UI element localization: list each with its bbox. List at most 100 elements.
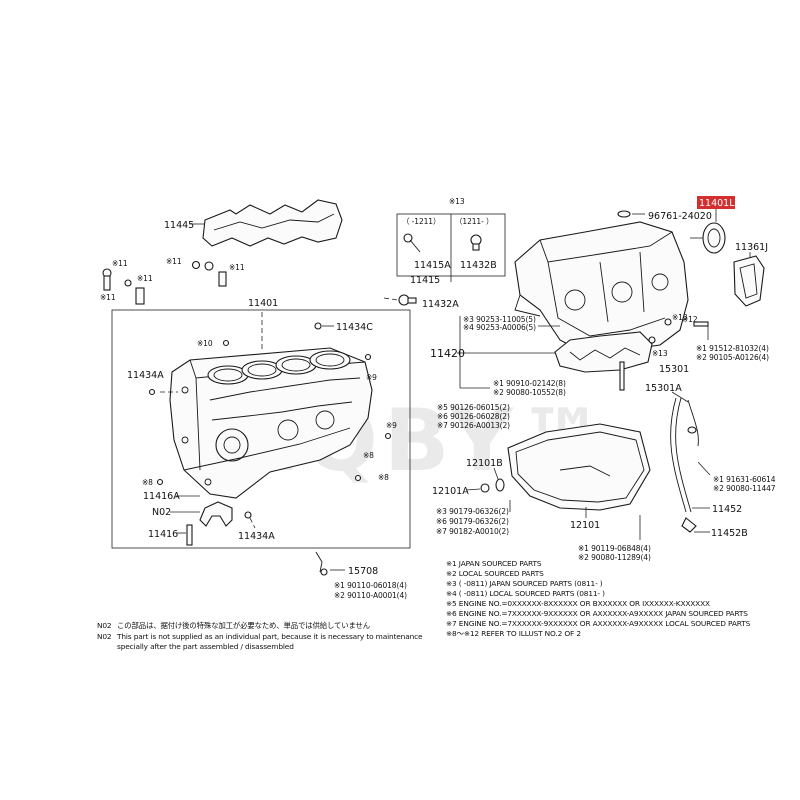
pin-9a[interactable] (364, 353, 372, 361)
plug-11432a-part[interactable] (398, 294, 417, 306)
partno-f3: ※7 90182-A0010(2) (436, 527, 509, 536)
pin-8a[interactable] (156, 478, 164, 486)
label-11434A-bottom[interactable]: 11434A (238, 531, 275, 542)
mark-8-b: ※8 (378, 473, 389, 482)
partno-e2: ※2 90080-11447 (713, 484, 776, 493)
plug-part[interactable] (191, 260, 227, 287)
mark-9-b: ※9 (386, 421, 397, 430)
drain-plug-part[interactable] (480, 483, 490, 493)
plug-11434a-bottom[interactable] (244, 511, 252, 519)
cylinder-block-part[interactable] (169, 347, 373, 499)
legend-line-1: ※1 JAPAN SOURCED PARTS (446, 559, 542, 568)
partno-h1: ※1 90110-06018(4) (334, 581, 407, 590)
drain-gasket-part[interactable] (495, 478, 505, 492)
label-11415[interactable]: 11415 (410, 275, 440, 286)
leader-11432a (383, 297, 399, 301)
partno-c2: ※6 90126-06028(2) (437, 412, 510, 421)
leader-15301a (671, 391, 689, 403)
bearing-cap-bolt[interactable] (186, 524, 193, 546)
label-15301A[interactable]: 15301A (645, 383, 682, 394)
o-ring-part[interactable] (617, 210, 631, 218)
dipstick-grip-part[interactable] (681, 517, 697, 533)
mark-13-a: ※13 (672, 313, 688, 322)
legend: ※1 JAPAN SOURCED PARTS ※2 LOCAL SOURCED … (446, 559, 751, 638)
partno-d1: ※1 91512-81032(4) (696, 344, 769, 353)
partno-g2: ※2 90080-11289(4) (578, 553, 651, 562)
oil-jet-part[interactable] (315, 551, 328, 576)
label-11452[interactable]: 11452 (712, 504, 742, 515)
label-11452B[interactable]: 11452B (711, 528, 748, 539)
label-N02[interactable]: N02 (152, 507, 171, 518)
legend-line-6: ※6 ENGINE NO.=7XXXXXX-9XXXXXX OR AXXXXXX… (446, 609, 748, 618)
label-11401L[interactable]: 11401L (699, 198, 735, 209)
label-11432B[interactable]: 11432B (460, 260, 497, 271)
mark-9-a: ※9 (366, 373, 377, 382)
partno-c3: ※7 90126-A0013(2) (437, 421, 510, 430)
partno-e1: ※1 91631-60614 (713, 475, 776, 484)
label-11416A[interactable]: 11416A (143, 491, 180, 502)
footnote-en-code: N02 (97, 632, 111, 641)
label-12101B[interactable]: 12101B (466, 458, 503, 469)
footnote-jp-text: この部品は、据付け後の特殊な加工が必要なため、単品では供給していません (117, 621, 370, 630)
pin-8b[interactable] (354, 474, 362, 482)
stud-bolt-part[interactable] (102, 268, 145, 305)
crankcase-part[interactable] (514, 221, 689, 357)
mark-11-b: ※11 (100, 293, 116, 302)
mark-13-top: ※13 (449, 197, 465, 206)
label-15301[interactable]: 15301 (659, 364, 689, 375)
oil-seal-part[interactable] (702, 222, 726, 254)
block-assembly-frame (111, 309, 411, 549)
label-11416[interactable]: 11416 (148, 529, 178, 540)
partno-g1: ※1 90119-06848(4) (578, 544, 651, 553)
label-96761[interactable]: 96761-24020 (648, 211, 712, 222)
legend-line-8: ※8〜※12 REFER TO ILLUST NO.2 OF 2 (446, 629, 581, 638)
label-12101[interactable]: 12101 (570, 520, 600, 531)
sensor-11415a-part[interactable] (403, 233, 421, 253)
label-11432A[interactable]: 11432A (422, 299, 459, 310)
partno-c1: ※5 90126-06015(2) (437, 403, 510, 412)
label-11420[interactable]: 11420 (430, 347, 465, 360)
label-11445[interactable]: 11445 (164, 220, 194, 231)
label-11415A[interactable]: 11415A (414, 260, 451, 271)
footnote: N02 この部品は、据付け後の特殊な加工が必要なため、単品では供給していません … (97, 621, 423, 651)
label-15708[interactable]: 15708 (348, 566, 378, 577)
label-12101A[interactable]: 12101A (432, 486, 469, 497)
bearing-cap-part[interactable] (199, 501, 233, 527)
crankcase-bolt[interactable] (619, 361, 625, 391)
partno-b2: ※2 90080-10552(8) (493, 388, 566, 397)
plug-11432b-part[interactable] (470, 234, 482, 251)
plug-11434c[interactable] (314, 322, 322, 330)
mark-13-b: ※13 (652, 349, 668, 358)
leader-12101b (493, 467, 499, 480)
label-11361J[interactable]: 11361J (735, 242, 768, 253)
range-before: （ -1211） (402, 217, 440, 226)
legend-line-2: ※2 LOCAL SOURCED PARTS (446, 569, 544, 578)
leader-12101a (465, 488, 481, 491)
label-11434C[interactable]: 11434C (336, 322, 373, 333)
mark-8-a: ※8 (142, 478, 153, 487)
cover-11361j-part[interactable] (733, 255, 765, 307)
footnote-en-text-2: specially after the part assembled / dis… (117, 642, 294, 651)
partno-h2: ※2 90110-A0001(4) (334, 591, 407, 600)
label-11434A-left[interactable]: 11434A (127, 370, 164, 381)
plug-11434a-left[interactable] (148, 388, 156, 396)
mark-11-d: ※11 (166, 257, 182, 266)
footnote-en-text-1: This part is not supplied as an individu… (116, 632, 423, 641)
plug-13b[interactable] (648, 336, 656, 344)
mark-8-c: ※8 (363, 451, 374, 460)
mark-12: ※12 (682, 315, 698, 324)
oil-pan-part[interactable] (507, 423, 651, 511)
insulator-cover-part[interactable] (202, 199, 343, 247)
mark-11-e: ※11 (229, 263, 245, 272)
label-11401[interactable]: 11401 (248, 298, 278, 309)
mark-11-c: ※11 (137, 274, 153, 283)
oil-baffle-part[interactable] (554, 331, 653, 373)
partno-a1: ※3 90253-11005(5) (463, 315, 536, 324)
legend-line-4: ※4 ( -0811) LOCAL SOURCED PARTS (0811- ) (446, 589, 605, 598)
mark-11-a: ※11 (112, 259, 128, 268)
pin-9b[interactable] (384, 432, 392, 440)
plug-13a[interactable] (664, 318, 672, 326)
pin-10[interactable] (222, 339, 230, 347)
legend-line-3: ※3 ( -0811) JAPAN SOURCED PARTS (0811- ) (446, 579, 603, 588)
dipstick-guide-part[interactable] (670, 397, 699, 513)
